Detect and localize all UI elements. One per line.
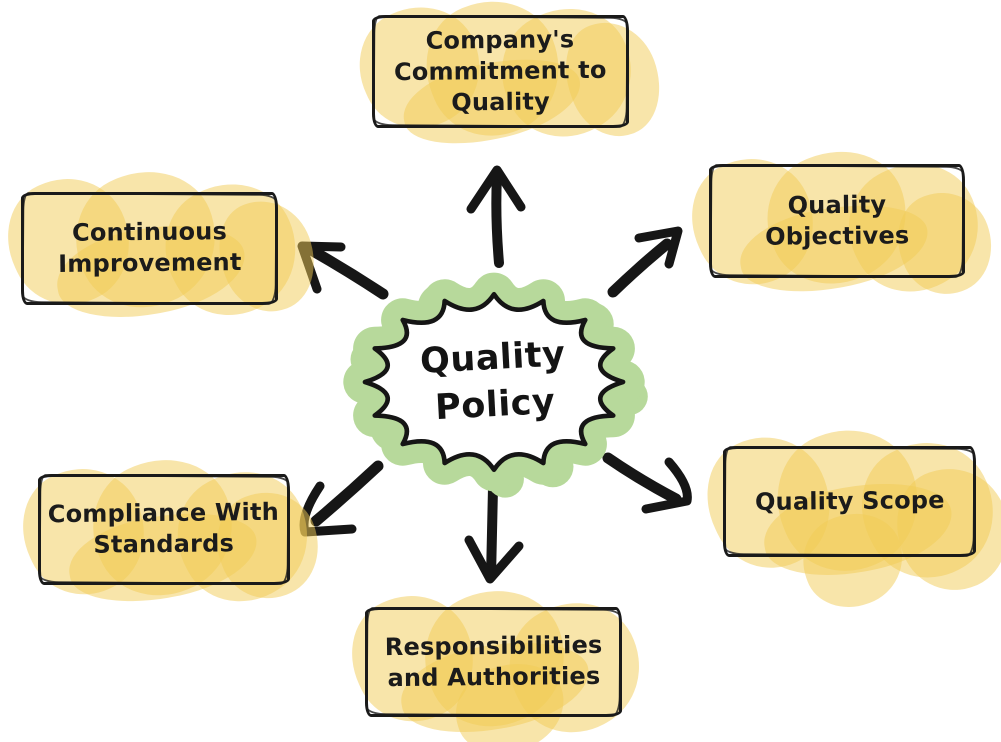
node-improvement: Continuous Improvement [0, 150, 330, 337]
center-topic: Quality Policy [334, 263, 654, 501]
node-compliance: Compliance With Standards [2, 438, 334, 624]
node-responsibilities: Responsibilities and Authorities [331, 569, 663, 742]
node-responsibilities-label: Responsibilities and Authorities [384, 630, 603, 693]
arrow-to-commitment [466, 165, 526, 268]
node-responsibilities-box: Responsibilities and Authorities [365, 607, 622, 717]
node-improvement-label: Continuous Improvement [57, 217, 242, 279]
center-topic-label: Quality Policy [419, 334, 567, 429]
node-objectives: Quality Objectives [671, 130, 1001, 314]
node-commitment: Company's Commitment to Quality [340, 0, 676, 159]
node-scope-box: Quality Scope [723, 446, 976, 557]
node-scope-label: Quality Scope [754, 485, 945, 516]
node-compliance-box: Compliance With Standards [38, 474, 290, 585]
node-scope: Quality Scope [686, 408, 1001, 621]
node-improvement-box: Continuous Improvement [21, 192, 278, 305]
center-burst-shape [343, 272, 648, 498]
node-objectives-label: Quality Objectives [764, 190, 910, 251]
node-compliance-label: Compliance With Standards [48, 498, 280, 560]
node-commitment-box: Company's Commitment to Quality [372, 15, 629, 128]
node-commitment-label: Company's Commitment to Quality [394, 24, 607, 117]
node-objectives-box: Quality Objectives [709, 164, 965, 278]
